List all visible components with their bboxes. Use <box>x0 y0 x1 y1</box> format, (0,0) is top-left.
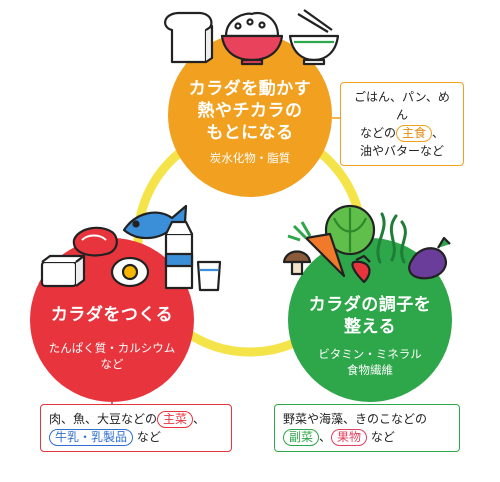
body-note-line1: 肉、魚、大豆などの主菜、 <box>49 410 223 428</box>
tofu-icon <box>40 254 86 288</box>
staple-food-tag: 主食 <box>395 125 432 142</box>
energy-title-line3: もとになる <box>206 123 294 143</box>
energy-note-suffix: 、 <box>432 126 445 140</box>
body-food-note: 肉、魚、大豆などの主菜、 牛乳・乳製品 など <box>40 404 232 452</box>
main-dish-tag: 主菜 <box>157 411 194 428</box>
strawberry-icon <box>351 254 371 284</box>
condition-note-suffix: など <box>370 430 395 444</box>
body-title: カラダをつくる <box>50 305 174 325</box>
body-label-group: カラダをつくる たんぱく質・カルシウム など <box>34 304 190 372</box>
body-note-suffix: など <box>136 430 161 444</box>
mushroom-icon <box>282 250 312 276</box>
fruit-tag: 果物 <box>331 429 368 446</box>
seaweed-icon <box>376 212 407 264</box>
rice-bowl-icon <box>220 11 284 66</box>
energy-label-group: カラダを動かす 熱やチカラの もとになる 炭水化物・脂質 <box>170 78 330 166</box>
energy-note-line1: ごはん、パン、めん <box>354 90 450 122</box>
noodle-bowl-icon <box>288 9 340 66</box>
body-note-line2: 牛乳・乳製品 など <box>49 428 223 446</box>
dairy-tag: 牛乳・乳製品 <box>49 429 134 446</box>
energy-title-line1: カラダを動かす <box>188 79 312 99</box>
eggplant-icon <box>408 236 451 280</box>
energy-food-note: ごはん、パン、めん などの主食、 油やバターなど <box>340 82 464 166</box>
energy-note-line2: などの主食、 <box>349 124 455 142</box>
milk-carton-icon <box>164 220 194 290</box>
milk-glass-icon <box>196 260 222 292</box>
condition-note-line1: 野菜や海藻、きのこなどの <box>283 412 428 426</box>
meat-icon <box>72 226 118 257</box>
energy-note-prefix: などの <box>359 126 396 140</box>
side-dish-tag: 副菜 <box>283 429 320 446</box>
condition-food-note: 野菜や海藻、きのこなどの 副菜、果物 など <box>274 404 460 452</box>
cabbage-icon <box>324 204 376 256</box>
condition-note-mid: 、 <box>319 430 332 444</box>
condition-title-line2: 整える <box>344 317 396 337</box>
carrot-icon <box>287 221 346 278</box>
body-nutrients-line1: たんぱく質・カルシウム <box>48 341 176 355</box>
bread-icon <box>164 11 214 64</box>
condition-title-line1: カラダの調子を <box>308 295 432 315</box>
body-note-mid: 、 <box>193 412 206 426</box>
energy-note-line3: 油やバターなど <box>359 144 444 158</box>
energy-title-line2: 熱やチカラの <box>197 101 303 121</box>
condition-label-group: カラダの調子を 整える ビタミン・ミネラル 食物繊維 <box>290 294 450 378</box>
egg-icon <box>110 256 150 288</box>
energy-nutrients: 炭水化物・脂質 <box>209 151 291 165</box>
energy-circle <box>168 33 332 197</box>
condition-nutrients-line2: 食物繊維 <box>347 363 393 377</box>
body-nutrients-line2: など <box>100 357 124 371</box>
body-note-prefix: 肉、魚、大豆などの <box>49 412 158 426</box>
condition-circle <box>288 238 452 402</box>
condition-nutrients-line1: ビタミン・ミネラル <box>318 347 422 361</box>
condition-note-line2: 副菜、果物 など <box>283 428 451 446</box>
